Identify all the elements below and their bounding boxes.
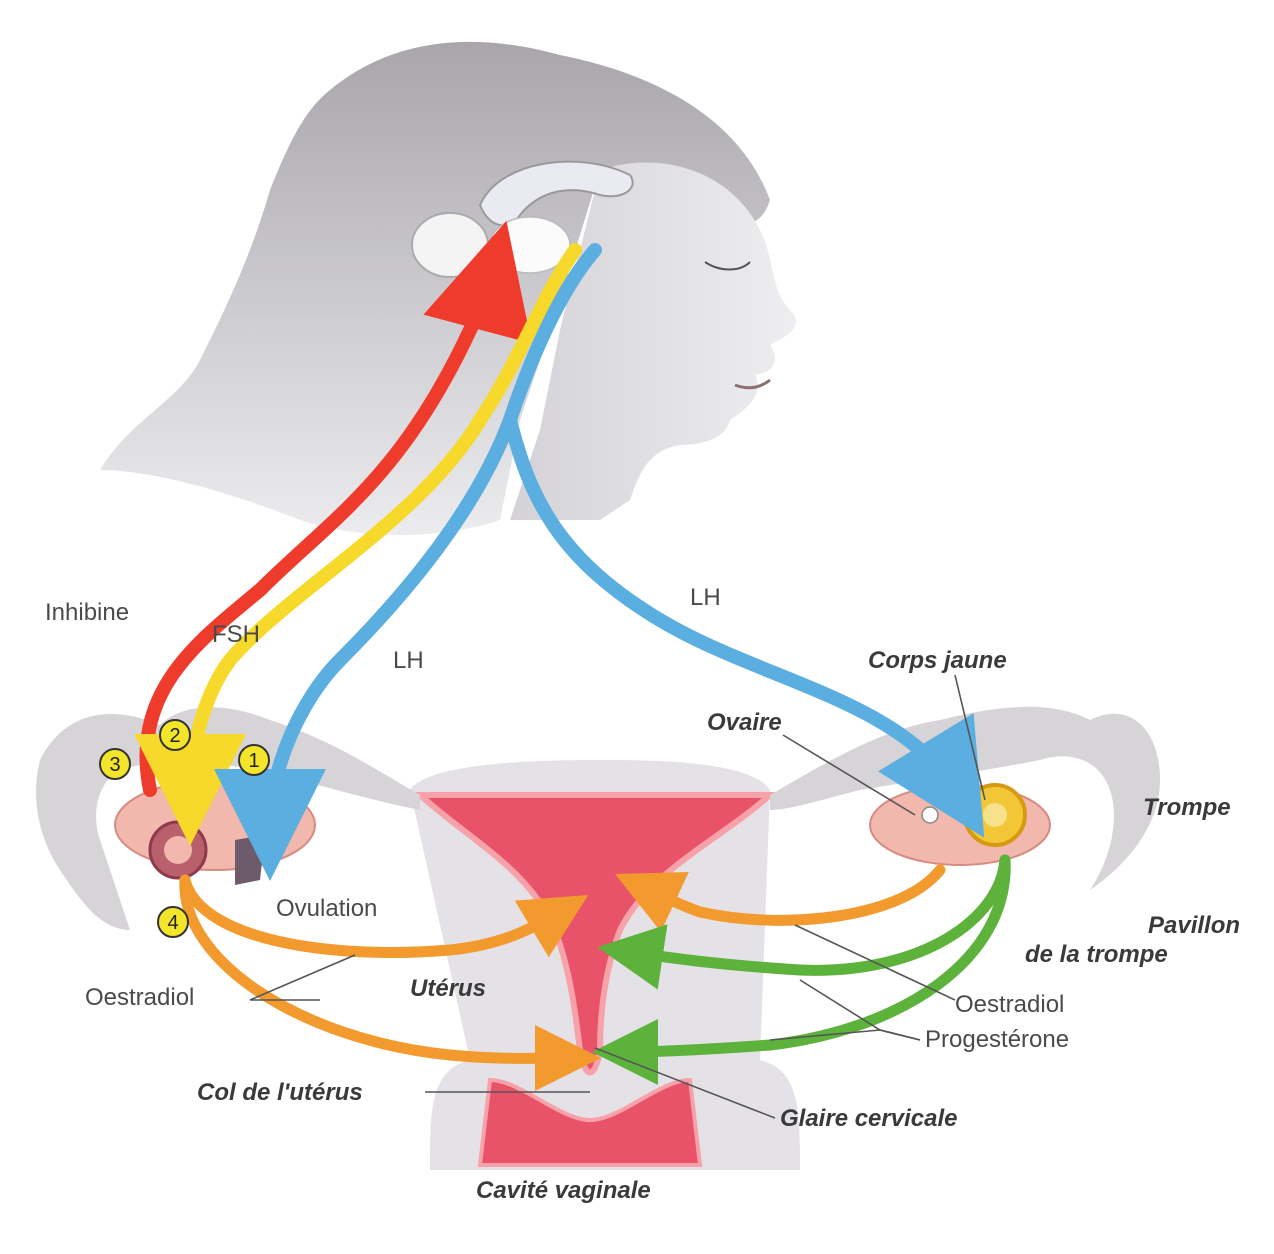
label-ovulation: Ovulation bbox=[276, 895, 377, 922]
label-inhibine: Inhibine bbox=[45, 599, 129, 626]
label-oestradiol-right: Oestradiol bbox=[955, 991, 1064, 1018]
left-ovary bbox=[115, 780, 315, 885]
cerebellum bbox=[412, 213, 488, 277]
label-progesterone: Progestérone bbox=[925, 1026, 1069, 1053]
badge-4: 4 bbox=[158, 907, 188, 937]
label-uterus: Utérus bbox=[410, 975, 486, 1002]
badge-3: 3 bbox=[100, 749, 130, 779]
label-lh-right: LH bbox=[690, 584, 721, 611]
badge-3-text: 3 bbox=[109, 754, 120, 776]
label-cavite: Cavité vaginale bbox=[476, 1177, 651, 1204]
label-col: Col de l'utérus bbox=[197, 1079, 363, 1106]
ovum bbox=[922, 807, 938, 823]
badge-1: 1 bbox=[239, 745, 269, 775]
label-ovaire: Ovaire bbox=[707, 709, 782, 736]
badge-4-text: 4 bbox=[167, 912, 178, 934]
label-fsh: FSH bbox=[212, 621, 260, 648]
label-oestradiol-left: Oestradiol bbox=[85, 984, 194, 1011]
label-trompe: Trompe bbox=[1143, 794, 1231, 821]
label-corps-jaune: Corps jaune bbox=[868, 647, 1007, 674]
badge-2-text: 2 bbox=[169, 725, 180, 747]
badge-2: 2 bbox=[160, 720, 190, 750]
label-lh-left: LH bbox=[393, 647, 424, 674]
badge-1-text: 1 bbox=[248, 750, 259, 772]
right-ovary bbox=[870, 785, 1050, 865]
label-glaire: Glaire cervicale bbox=[780, 1105, 957, 1132]
ovulation-rupture bbox=[235, 835, 265, 885]
label-pavillon-2: de la trompe bbox=[1025, 941, 1168, 968]
label-pavillon-1: Pavillon bbox=[1148, 912, 1240, 939]
